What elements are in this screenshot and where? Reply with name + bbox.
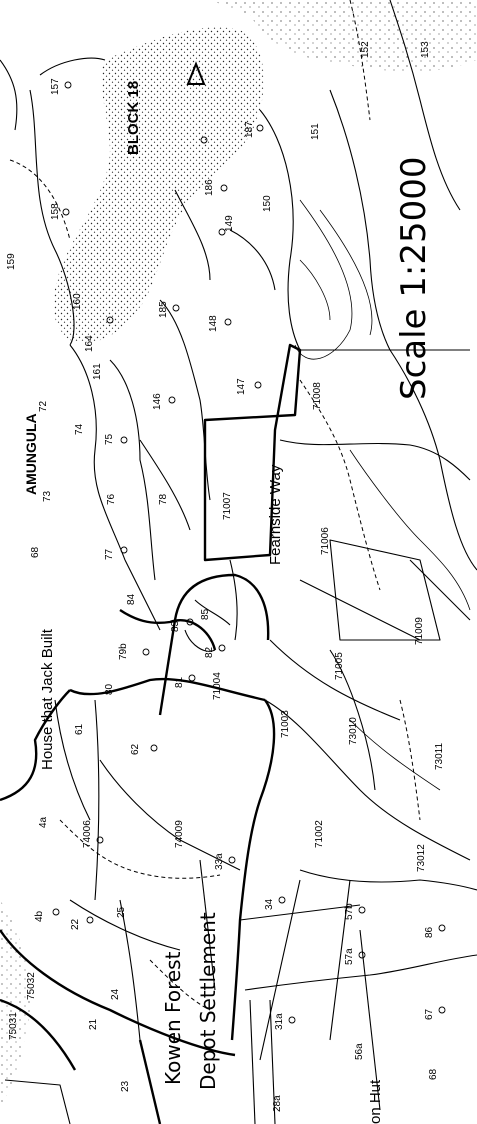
heavy-boundaries <box>0 343 302 1124</box>
house-label: House that Jack Built <box>39 628 56 770</box>
compartment-label: 151 <box>310 123 321 140</box>
compartment-label: 82 <box>204 646 215 658</box>
compartment-label: 31a <box>274 1013 285 1030</box>
compartment-label: 79b <box>118 643 129 660</box>
compartment-label: 4b <box>34 910 45 922</box>
compartment-label: 148 <box>208 315 219 332</box>
contours <box>294 199 471 791</box>
compartment-label: 22 <box>70 918 81 930</box>
compartment-label: 71008 <box>312 382 323 410</box>
compartment-label: 28a <box>272 1095 283 1112</box>
compartment-label: 80 <box>104 683 115 695</box>
compartment-label: 185 <box>158 301 169 318</box>
dashed-tracks <box>9 0 421 1011</box>
compartment-label: 75032 <box>26 972 37 1000</box>
compartment-label: 150 <box>262 195 273 212</box>
compartment-label: 77 <box>104 548 115 560</box>
compartment-label: 149 <box>224 215 235 232</box>
compartment-label: 146 <box>152 393 163 410</box>
compartment-label: 74009 <box>174 820 185 848</box>
compartment-label: 71007 <box>222 492 233 520</box>
compartment-label: 71006 <box>320 527 331 555</box>
compartment-label: 33a <box>214 853 225 870</box>
compartment-label: 34 <box>264 898 275 910</box>
compartment-label: 159 <box>6 253 17 270</box>
compartment-label: 71009 <box>414 617 425 645</box>
compartment-label: 57b <box>344 903 355 920</box>
hut-label: on Hut <box>367 1079 384 1124</box>
compartment-label: 161 <box>92 363 103 380</box>
compartment-label: 84 <box>126 593 137 605</box>
compartment-label: 164 <box>84 335 95 352</box>
compartment-label: 147 <box>236 378 247 395</box>
survey-triangle-icon <box>186 61 206 85</box>
compartment-label: 25 <box>116 906 127 918</box>
compartment-label: 71003 <box>280 710 291 738</box>
compartment-label: 76 <box>106 493 117 505</box>
compartment-markers <box>52 81 446 1024</box>
compartment-label: 153 <box>420 41 431 58</box>
block-label: BLOCK 18 <box>125 81 142 155</box>
road-label: Fearnside Way <box>267 464 284 565</box>
compartment-label: 152 <box>360 41 371 58</box>
locality-label: AMUNGULA <box>23 413 39 495</box>
compartment-label: 71005 <box>334 652 345 680</box>
kowen-forest-label: Kowen Forest <box>161 951 185 1085</box>
compartment-label: 68 <box>428 1068 439 1080</box>
depot-settlement-label: Depot Settlement <box>196 912 220 1090</box>
compartment-label: 73012 <box>416 844 427 872</box>
compartment-label: 4a <box>38 816 49 828</box>
compartment-label: 86 <box>424 926 435 938</box>
compartment-label: 158 <box>50 203 61 220</box>
compartment-label: 78 <box>158 493 169 505</box>
compartment-label: 187 <box>244 121 255 138</box>
compartment-label: 74006 <box>82 820 93 848</box>
compartment-label: 74 <box>74 423 85 435</box>
compartment-label: 71004 <box>212 672 223 700</box>
compartment-numbers: 157 158 159 160 161 164 147 148 149 150 … <box>6 41 445 1112</box>
compartment-label: 24 <box>110 988 121 1000</box>
compartment-label: 186 <box>204 179 215 196</box>
compartment-label: 61 <box>74 723 85 735</box>
compartment-label: 72 <box>38 400 49 412</box>
compartment-label: 56a <box>354 1043 365 1060</box>
compartment-label: 83 <box>170 620 181 632</box>
compartment-label: 85 <box>200 608 211 620</box>
scale-note: Scale 1:25000 <box>394 156 434 400</box>
compartment-label: 62 <box>130 743 141 755</box>
compartment-label: 71002 <box>314 820 325 848</box>
compartment-label: 73 <box>42 490 53 502</box>
compartment-label: 81 <box>174 676 185 688</box>
compartment-label: 75 <box>104 433 115 445</box>
compartment-label: 68 <box>30 546 41 558</box>
compartment-label: 67 <box>424 1008 435 1020</box>
compartment-label: 23 <box>120 1080 131 1092</box>
compartment-label: 75031 <box>8 1012 19 1040</box>
compartment-label: 57a <box>344 948 355 965</box>
compartment-label: 73010 <box>348 717 359 745</box>
compartment-label: 157 <box>50 78 61 95</box>
compartment-label: 21 <box>88 1018 99 1030</box>
compartment-label: 160 <box>72 293 83 310</box>
compartment-label: 73011 <box>434 742 445 770</box>
